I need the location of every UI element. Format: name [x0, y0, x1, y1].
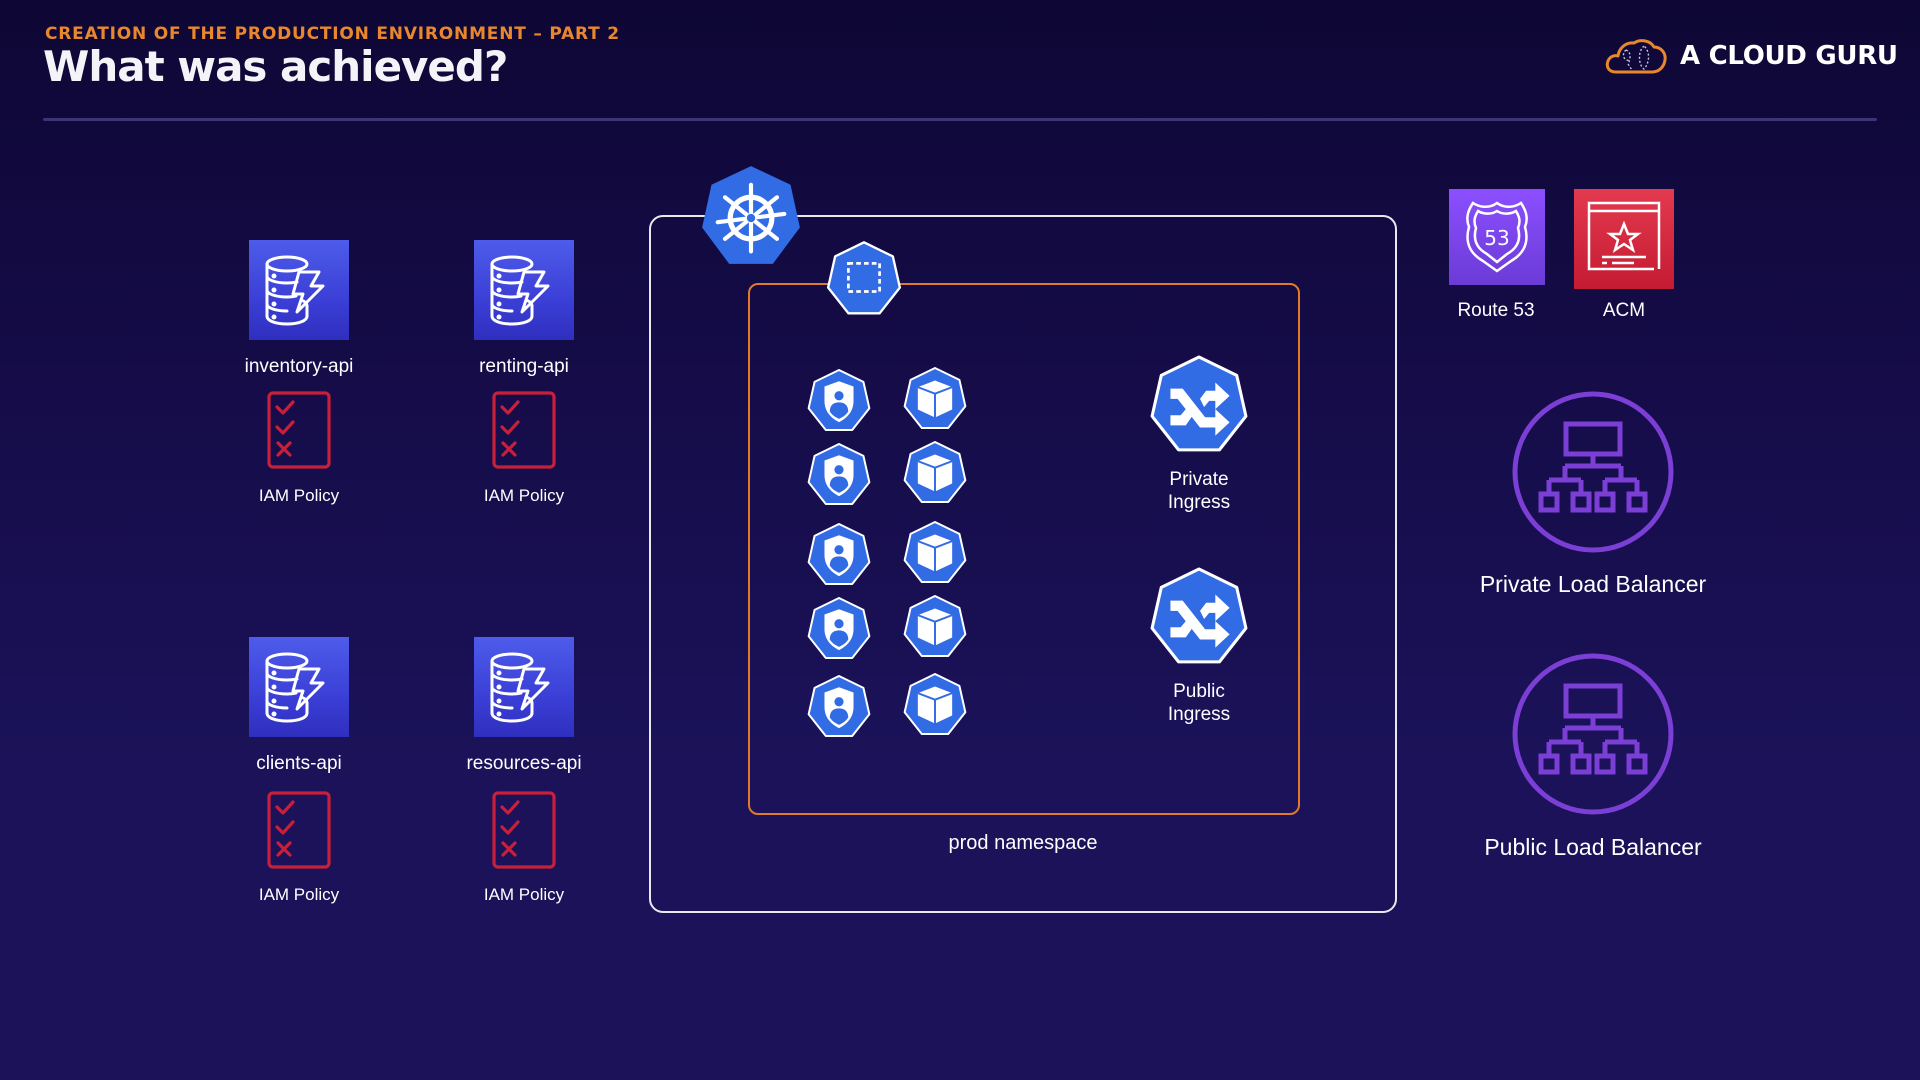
pod-icon[interactable] [902, 520, 968, 586]
eks-cluster-box [649, 215, 1397, 913]
dynamodb-table-resources-api[interactable] [474, 637, 574, 737]
iam-policy-icon[interactable] [492, 391, 556, 469]
public-ingress-label-line1: Public [1173, 681, 1225, 702]
service-account-icon[interactable] [806, 368, 872, 434]
public-ingress-label-line2: Ingress [1167, 704, 1231, 725]
iam-policy-icon[interactable] [267, 391, 331, 469]
iam-policy-label: IAM Policy [258, 885, 340, 904]
private-ingress-label-line2: Ingress [1167, 492, 1231, 513]
service-account-icon[interactable] [806, 674, 872, 740]
header-divider [43, 118, 1877, 121]
table-label: inventory-api [244, 356, 354, 377]
section-subtitle: CREATION OF THE PRODUCTION ENVIRONMENT –… [45, 24, 620, 44]
acm-service[interactable] [1574, 189, 1674, 289]
table-label: resources-api [466, 753, 582, 774]
pod-icon[interactable] [902, 440, 968, 506]
public-ingress-icon[interactable] [1148, 566, 1250, 668]
iam-policy-icon[interactable] [267, 791, 331, 869]
dynamodb-table-inventory-api[interactable] [249, 240, 349, 340]
acm-icon [1587, 201, 1661, 271]
private-ingress-label: Private Ingress [1168, 468, 1230, 514]
svg-text:53: 53 [1484, 226, 1509, 250]
pod-icon[interactable] [902, 672, 968, 738]
namespace-icon[interactable] [825, 240, 903, 318]
public-ingress-label: Public Ingress [1168, 680, 1230, 726]
iam-policy-label: IAM Policy [483, 885, 565, 904]
dynamodb-table-renting-api[interactable] [474, 240, 574, 340]
dynamodb-table-clients-api[interactable] [249, 637, 349, 737]
namespace-label: prod namespace [948, 832, 1098, 854]
pod-icon[interactable] [902, 594, 968, 660]
dynamodb-icon [474, 240, 574, 340]
prod-namespace-box [748, 283, 1300, 815]
route53-label: Route 53 [1457, 300, 1535, 321]
acm-label: ACM [1602, 300, 1646, 321]
route53-icon: 53 [1466, 201, 1528, 273]
private-load-balancer-icon[interactable] [1511, 390, 1675, 554]
public-load-balancer-icon[interactable] [1511, 652, 1675, 816]
brand-name: A CLOUD GURU [1680, 41, 1898, 71]
iam-policy-icon[interactable] [492, 791, 556, 869]
dynamodb-icon [474, 637, 574, 737]
cloud-logo-icon [1605, 39, 1667, 74]
dynamodb-icon [249, 637, 349, 737]
private-ingress-icon[interactable] [1148, 354, 1250, 456]
service-account-icon[interactable] [806, 442, 872, 508]
pod-icon[interactable] [902, 366, 968, 432]
service-account-icon[interactable] [806, 596, 872, 662]
route53-service[interactable]: 53 [1449, 189, 1545, 285]
public-load-balancer-label: Public Load Balancer [1484, 834, 1702, 860]
page-title: What was achieved? [43, 42, 508, 91]
dynamodb-icon [249, 240, 349, 340]
iam-policy-label: IAM Policy [258, 486, 340, 505]
table-label: renting-api [479, 356, 569, 377]
brand-logo: A CLOUD GURU [1604, 36, 1898, 76]
iam-policy-label: IAM Policy [483, 486, 565, 505]
table-label: clients-api [256, 753, 342, 774]
kubernetes-icon[interactable] [699, 164, 803, 268]
private-load-balancer-label: Private Load Balancer [1479, 571, 1707, 597]
service-account-icon[interactable] [806, 522, 872, 588]
private-ingress-label-line1: Private [1169, 469, 1229, 490]
